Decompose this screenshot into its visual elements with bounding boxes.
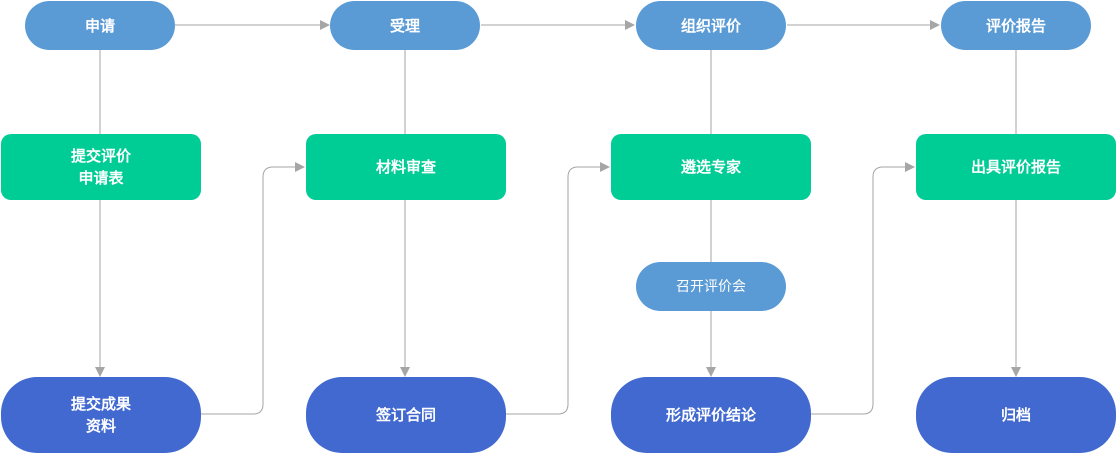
arrow-result-3-step-4 [811, 162, 915, 415]
result-sign-contract: 签订合同 [306, 377, 506, 453]
step-select-experts-label: 遴选专家 [680, 158, 741, 176]
result-submit-materials: 提交成果 资料 [1, 377, 201, 453]
phase-organize-evaluation: 组织评价 [636, 1, 786, 50]
result-submit-materials-label: 提交成果 资料 [70, 395, 131, 435]
phase-evaluation-report-label: 评价报告 [985, 16, 1046, 35]
phase-accept-label: 受理 [389, 16, 420, 35]
step-issue-report: 出具评价报告 [916, 134, 1116, 200]
step-material-review: 材料审查 [306, 134, 506, 200]
result-sign-contract-label: 签订合同 [375, 406, 436, 424]
phase-apply: 申请 [25, 1, 175, 50]
result-archive-label: 归档 [1000, 406, 1031, 424]
step-submit-application-label: 提交评价 申请表 [70, 147, 131, 187]
result-form-conclusion: 形成评价结论 [611, 377, 811, 453]
step-hold-meeting-label: 召开评价会 [676, 278, 746, 295]
step-issue-report-label: 出具评价报告 [970, 158, 1061, 176]
phase-evaluation-report: 评价报告 [941, 1, 1091, 50]
result-archive: 归档 [916, 377, 1116, 453]
phase-accept: 受理 [330, 1, 480, 50]
step-select-experts: 遴选专家 [611, 134, 811, 200]
step-submit-application: 提交评价 申请表 [1, 134, 201, 200]
arrow-result-2-step-3 [506, 162, 610, 415]
step-hold-meeting: 召开评价会 [636, 262, 786, 311]
phase-organize-evaluation-label: 组织评价 [680, 16, 741, 35]
step-material-review-label: 材料审查 [375, 158, 436, 176]
phase-apply-label: 申请 [84, 16, 115, 35]
result-form-conclusion-label: 形成评价结论 [665, 406, 756, 424]
arrow-result-1-step-2 [201, 162, 305, 415]
